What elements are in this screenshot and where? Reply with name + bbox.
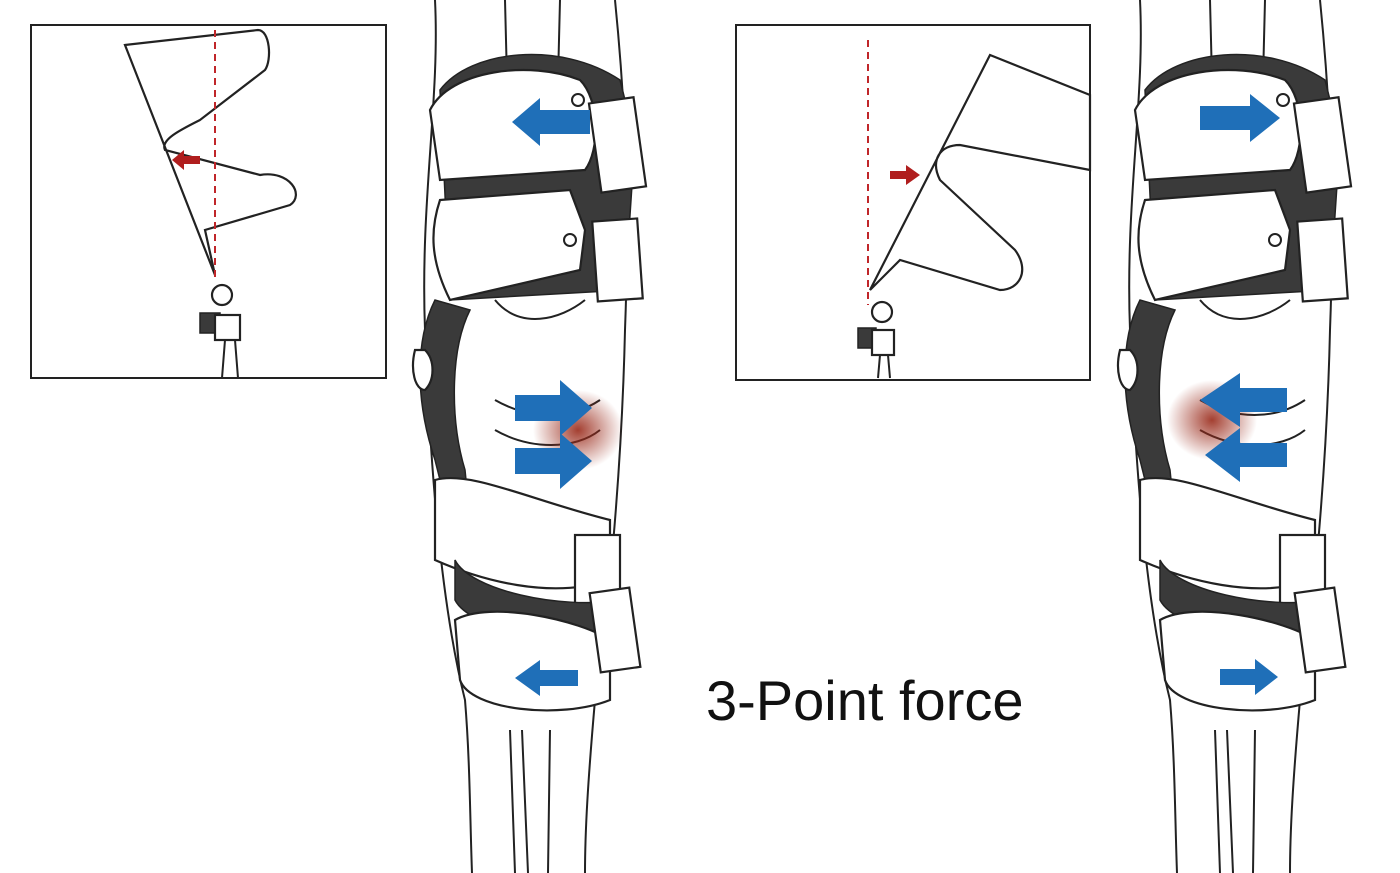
force-arrow-right-icon: [890, 165, 920, 185]
force-arrow-right-icon: [1220, 659, 1278, 695]
force-arrow-left-icon: [1200, 373, 1287, 427]
force-arrow-right-icon: [515, 380, 592, 436]
brace-hinge-plate: [869, 53, 1092, 292]
force-arrow-right-icon: [515, 433, 592, 489]
inset-varus-alignment: [30, 24, 387, 379]
force-arrow-left-icon: [512, 98, 590, 146]
force-arrow-left-icon: [172, 150, 200, 170]
brace-hinge-plate: [123, 28, 297, 276]
force-arrow-left-icon: [1205, 428, 1287, 482]
inset-valgus-alignment: [735, 24, 1092, 381]
knee-brace-left: [411, 0, 648, 873]
diagram-caption: 3-Point force: [706, 669, 1024, 732]
force-arrow-right-icon: [1200, 94, 1280, 142]
knee-brace-right: [1116, 0, 1353, 873]
force-arrow-left-icon: [515, 660, 578, 696]
